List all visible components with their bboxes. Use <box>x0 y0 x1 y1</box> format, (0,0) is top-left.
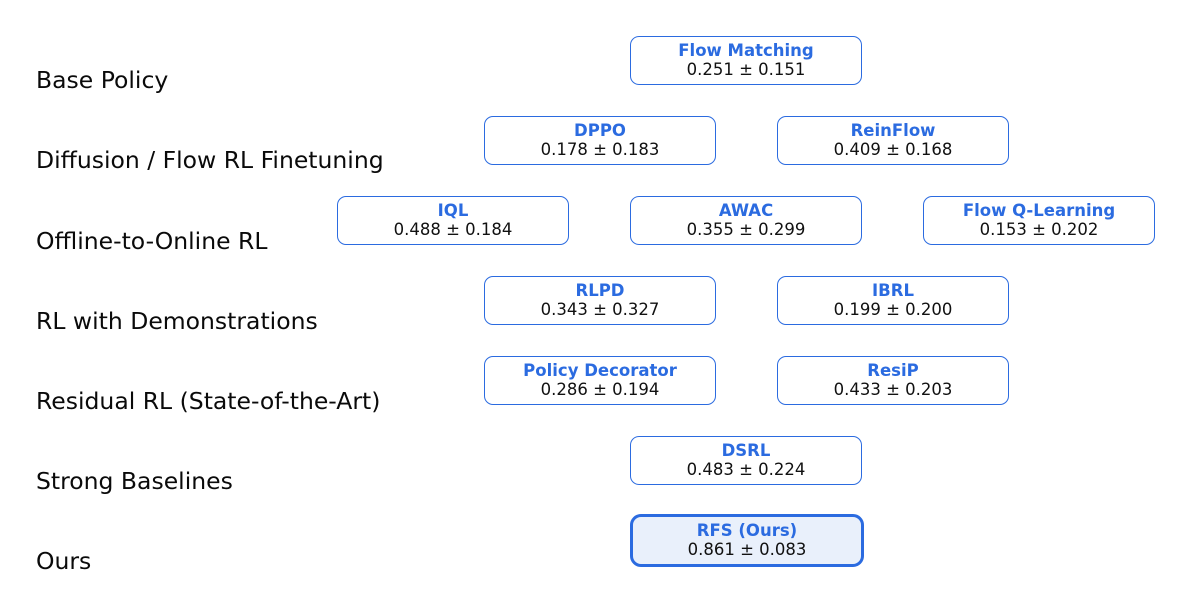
method-score: 0.483 ± 0.224 <box>686 460 806 479</box>
category-label-offline-to-online: Offline-to-Online RL <box>36 227 268 255</box>
method-name: DSRL <box>721 440 771 460</box>
method-score: 0.355 ± 0.299 <box>686 220 806 239</box>
method-box-ibrl: IBRL 0.199 ± 0.200 <box>777 276 1009 325</box>
method-box-awac: AWAC 0.355 ± 0.299 <box>630 196 862 245</box>
method-score: 0.251 ± 0.151 <box>686 60 806 79</box>
method-score: 0.286 ± 0.194 <box>540 380 660 399</box>
method-score: 0.488 ± 0.184 <box>393 220 513 239</box>
method-name: RLPD <box>575 280 625 300</box>
category-label-strong-baselines: Strong Baselines <box>36 467 233 495</box>
category-label-ours: Ours <box>36 547 92 575</box>
method-name: DPPO <box>574 120 626 140</box>
method-box-policy-decorator: Policy Decorator 0.286 ± 0.194 <box>484 356 716 405</box>
method-score: 0.343 ± 0.327 <box>540 300 660 319</box>
method-box-rfs-ours: RFS (Ours) 0.861 ± 0.083 <box>630 514 864 567</box>
method-box-flow-matching: Flow Matching 0.251 ± 0.151 <box>630 36 862 85</box>
method-box-resip: ResiP 0.433 ± 0.203 <box>777 356 1009 405</box>
method-score: 0.153 ± 0.202 <box>979 220 1099 239</box>
method-name: IBRL <box>872 280 914 300</box>
method-name: RFS (Ours) <box>696 520 798 540</box>
method-score: 0.433 ± 0.203 <box>833 380 953 399</box>
method-box-reinflow: ReinFlow 0.409 ± 0.168 <box>777 116 1009 165</box>
method-name: ResiP <box>867 360 919 380</box>
method-score: 0.199 ± 0.200 <box>833 300 953 319</box>
method-score: 0.409 ± 0.168 <box>833 140 953 159</box>
method-name: Policy Decorator <box>523 360 677 380</box>
category-label-rl-with-demos: RL with Demonstrations <box>36 307 318 335</box>
method-box-rlpd: RLPD 0.343 ± 0.327 <box>484 276 716 325</box>
method-name: Flow Matching <box>678 40 814 60</box>
category-label-residual-rl: Residual RL (State-of-the-Art) <box>36 387 381 415</box>
method-name: IQL <box>437 200 469 220</box>
category-label-base-policy: Base Policy <box>36 66 169 94</box>
method-score: 0.861 ± 0.083 <box>687 540 807 559</box>
method-name: AWAC <box>718 200 774 220</box>
method-score: 0.178 ± 0.183 <box>540 140 660 159</box>
method-name: Flow Q-Learning <box>962 200 1116 220</box>
method-box-dsrl: DSRL 0.483 ± 0.224 <box>630 436 862 485</box>
method-box-dppo: DPPO 0.178 ± 0.183 <box>484 116 716 165</box>
category-label-diffusion-flow-rl: Diffusion / Flow RL Finetuning <box>36 146 384 174</box>
method-box-flow-q-learning: Flow Q-Learning 0.153 ± 0.202 <box>923 196 1155 245</box>
method-name: ReinFlow <box>850 120 936 140</box>
method-box-iql: IQL 0.488 ± 0.184 <box>337 196 569 245</box>
